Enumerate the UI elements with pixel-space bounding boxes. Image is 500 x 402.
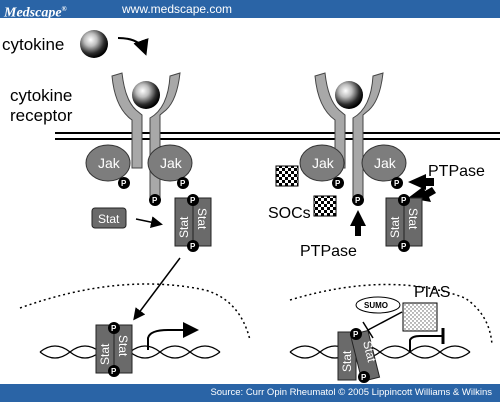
phospho-badge	[108, 322, 120, 334]
left-nuclear-envelope	[19, 283, 251, 341]
left-jak-b	[147, 144, 193, 182]
phospho-badge-label: P	[355, 196, 361, 205]
left-single-stat-label: Stat	[98, 212, 120, 226]
socs-box-receptor	[313, 195, 337, 217]
phospho-badge	[118, 177, 130, 189]
phospho-badge	[398, 240, 410, 252]
ptpase-bottom-label: PTPase	[300, 243, 357, 260]
left-dimer-stat-a-label: Stat	[177, 216, 191, 238]
phospho-badge-label: P	[190, 196, 196, 205]
left-bound-cytokine	[132, 81, 160, 109]
jak-stat-diagram: cytokine cytokine receptor Jak Jak P P P…	[2, 30, 500, 383]
phospho-badge-label: P	[361, 373, 367, 382]
phospho-badge	[332, 177, 344, 189]
blocked-transcription-line	[409, 335, 442, 352]
left-nuclear-stat-b	[113, 324, 133, 374]
right-jak-b	[361, 144, 407, 182]
phospho-badge-label: P	[190, 242, 196, 251]
header-bar: Medscape® www.medscape.com	[0, 0, 500, 21]
left-nuclear-stat-dimer: Stat Stat P P	[95, 322, 133, 377]
source-citation: Source: Curr Opin Rheumatol © 2005 Lippi…	[210, 387, 492, 398]
phospho-badge	[187, 240, 199, 252]
left-dimer-stat-b	[192, 197, 212, 247]
left-stat-dimer: Stat Stat P P	[174, 194, 212, 252]
sumo-label: SUMO	[364, 301, 388, 310]
footer-bar: Source: Curr Opin Rheumatol © 2005 Lippi…	[0, 384, 500, 402]
phospho-badge	[108, 365, 120, 377]
ptpase-right-arrow-jak	[408, 174, 434, 190]
phospho-badge-label: P	[180, 179, 186, 188]
free-cytokine-ball	[80, 30, 108, 58]
right-dimer-stat-b-label: Stat	[406, 208, 420, 230]
left-dimer-stat-b-label: Stat	[195, 208, 209, 230]
header-url: www.medscape.com	[122, 2, 233, 16]
cytokine-label: cytokine	[2, 35, 64, 54]
socs-box-jak	[275, 165, 299, 187]
right-jak-a	[299, 144, 345, 182]
phospho-badge	[149, 194, 161, 206]
right-jak-a-label: Jak	[312, 155, 335, 171]
left-nuclear-stat-a-label: Stat	[98, 343, 112, 365]
pias-box	[402, 302, 438, 332]
phospho-badge-label: P	[401, 196, 407, 205]
transcription-arrow	[147, 322, 199, 350]
logo-registered-mark: ®	[61, 5, 67, 13]
logo-text: Medscape	[4, 5, 62, 21]
medscape-logo: Medscape®	[4, 0, 67, 21]
phospho-badge-label: P	[353, 330, 359, 339]
phospho-badge-label: P	[335, 179, 341, 188]
left-single-stat	[91, 207, 127, 229]
phospho-badge-label: P	[111, 324, 117, 333]
phospho-badge	[398, 194, 410, 206]
phospho-badge-label: P	[394, 179, 400, 188]
ptpase-right-label: PTPase	[428, 163, 485, 180]
receptor-label-line2: receptor	[10, 106, 73, 125]
right-nuclear-stat-dimer: Stat Stat P P	[337, 328, 381, 383]
phospho-badge-label: P	[121, 179, 127, 188]
pias-label: PIAS	[414, 284, 450, 301]
dimer-to-nucleus-arrow	[133, 257, 181, 321]
left-jak-a	[85, 144, 131, 182]
right-dna-helix	[289, 345, 471, 359]
left-receptor-chain-a	[111, 72, 143, 169]
ptpase-bottom-arrow	[350, 210, 366, 236]
receptor-label-line1: cytokine	[10, 86, 72, 105]
phospho-badge	[177, 177, 189, 189]
left-jak-b-label: Jak	[160, 155, 183, 171]
right-phospho-group: P P P	[332, 177, 403, 206]
right-bound-cytokine	[335, 81, 363, 109]
right-nuclear-stat-a-label: Stat	[340, 350, 354, 372]
phospho-badge	[352, 194, 364, 206]
sumo-tag	[355, 296, 401, 314]
phospho-badge-label: P	[111, 367, 117, 376]
right-nuclear-stat-b-label: Stat	[360, 339, 379, 364]
phospho-badge	[358, 371, 370, 383]
phospho-badge	[391, 177, 403, 189]
right-jak-b-label: Jak	[374, 155, 397, 171]
phospho-badge-label: P	[401, 242, 407, 251]
right-stat-dimer: Stat Stat P P	[385, 194, 423, 252]
stat-to-dimer-arrow	[135, 216, 163, 229]
socs-label: SOCs	[268, 205, 311, 222]
right-dimer-stat-b	[403, 197, 423, 247]
left-phospho-group: P P P	[118, 177, 189, 206]
right-dimer-stat-a-label: Stat	[388, 216, 402, 238]
phospho-badge	[187, 194, 199, 206]
phospho-badge	[350, 328, 362, 340]
pias-inhibition-line	[362, 311, 403, 339]
cytokine-binding-arrow	[117, 37, 149, 56]
right-nuclear-envelope	[289, 283, 493, 346]
phospho-badge-label: P	[152, 196, 158, 205]
left-nuclear-stat-b-label: Stat	[116, 335, 130, 357]
left-jak-a-label: Jak	[98, 155, 121, 171]
